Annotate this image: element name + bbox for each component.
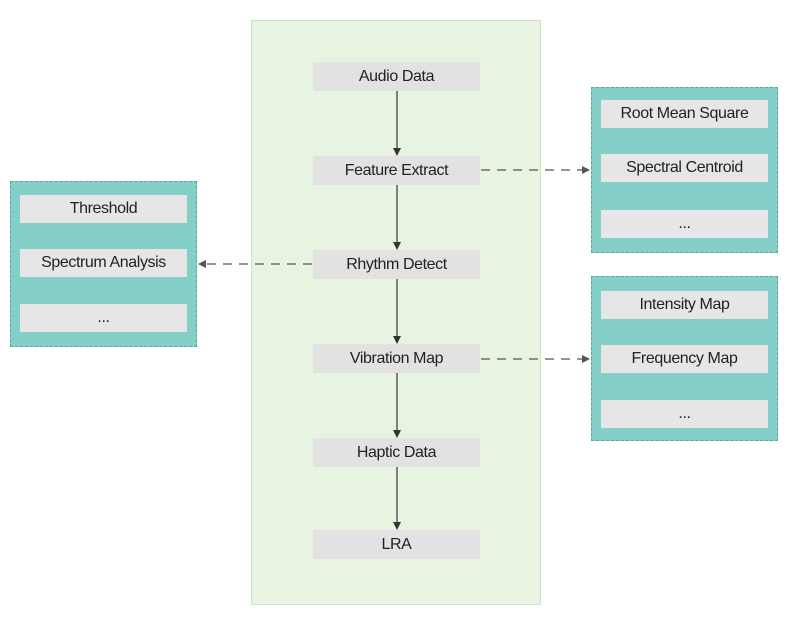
mapping-item-frequency: Frequency Map [601, 345, 768, 373]
haptic-data-node: Haptic Data [313, 438, 480, 467]
mapping-item-intensity: Intensity Map [601, 291, 768, 319]
feature-item-spectral-centroid: Spectral Centroid [601, 154, 768, 182]
audio-data-node: Audio Data [313, 62, 480, 91]
vibration-map-node: Vibration Map [313, 344, 480, 373]
lra-node: LRA [313, 530, 480, 559]
rhythm-item-spectrum-analysis: Spectrum Analysis [20, 249, 187, 277]
feature-item-more: ... [601, 210, 768, 238]
rhythm-detect-node: Rhythm Detect [313, 250, 480, 279]
feature-extract-node: Feature Extract [313, 156, 480, 185]
mapping-item-more: ... [601, 400, 768, 428]
rhythm-item-threshold: Threshold [20, 195, 187, 223]
feature-item-rms: Root Mean Square [601, 100, 768, 128]
rhythm-item-more: ... [20, 304, 187, 332]
main-flow-panel [251, 20, 541, 605]
